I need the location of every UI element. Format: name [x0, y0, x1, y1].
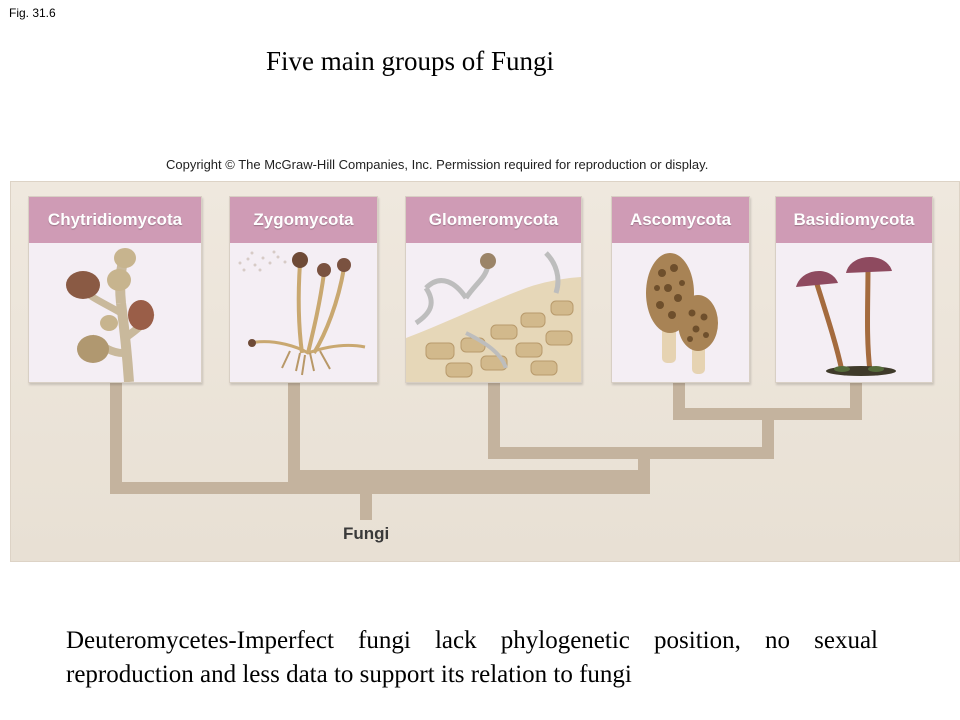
figure-label: Fig. 31.6 [9, 6, 56, 20]
group-card-ascomycota: Ascomycota [611, 196, 750, 383]
branch-glomeromycota [488, 381, 500, 459]
zygomycete-illustration [230, 243, 377, 382]
glomeromycete-illustration [406, 243, 581, 382]
slide-title: Five main groups of Fungi [266, 46, 554, 76]
group-card-chytridiomycota: Chytridiomycota [28, 196, 202, 383]
branch-chytridiomycota [110, 381, 122, 494]
caption-text: Deuteromycetes-Imperfect fungi lack phyl… [66, 627, 878, 688]
group-label: Chytridiomycota [29, 197, 201, 243]
branch-basidiomycota [850, 381, 862, 411]
branch-ascomycota [673, 381, 685, 411]
group-label: Zygomycota [230, 197, 377, 243]
branch-root-stem [360, 482, 372, 520]
branch-symbiomycota-join [488, 447, 774, 459]
copyright-notice: Copyright © The McGraw-Hill Companies, I… [166, 157, 709, 172]
tree-root-label: Fungi [343, 524, 390, 543]
chytrid-illustration [29, 243, 201, 382]
group-card-basidiomycota: Basidiomycota [775, 196, 933, 383]
group-card-zygomycota: Zygomycota [229, 196, 378, 383]
morel-illustration [612, 243, 749, 382]
branch-dikarya-stem [762, 408, 774, 458]
branch-zygomycota [288, 381, 300, 481]
branch-root-join [110, 482, 650, 494]
group-label: Glomeromycota [406, 197, 581, 243]
group-label: Ascomycota [612, 197, 749, 243]
branch-zygo-join [288, 470, 650, 482]
mushroom-illustration [776, 243, 932, 382]
group-label: Basidiomycota [776, 197, 932, 243]
group-card-glomeromycota: Glomeromycota [405, 196, 582, 383]
